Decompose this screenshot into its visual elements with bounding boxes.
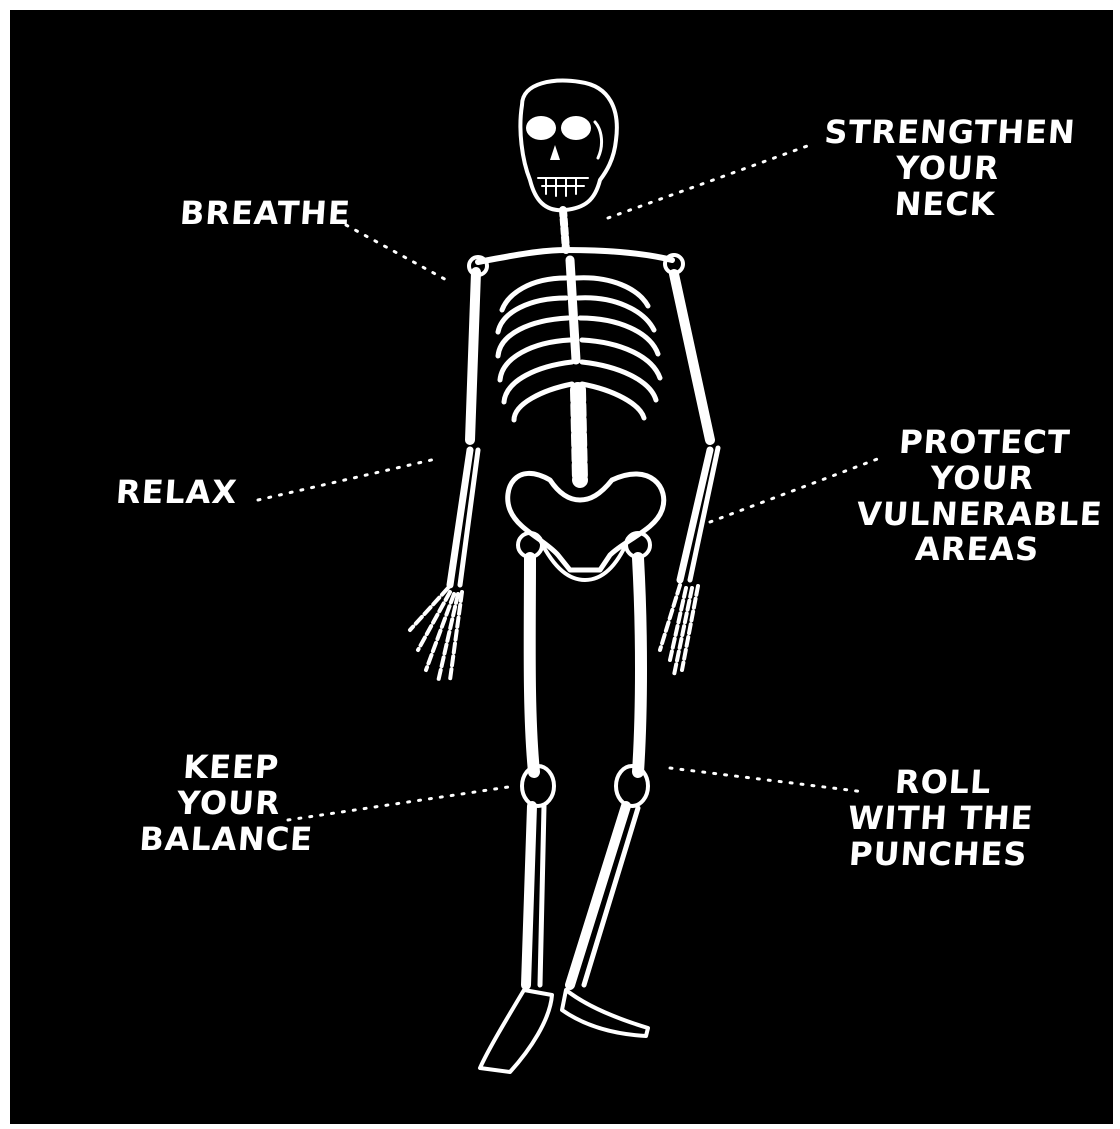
label-line: RELAX (115, 475, 239, 511)
label-keep-your-balance: KEEP YOUR BALANCE (138, 750, 319, 857)
label-line: YOUR (821, 151, 1075, 187)
label-line: PUNCHES (844, 837, 1032, 873)
label-line: BREATHE (179, 196, 352, 232)
label-relax: RELAX (115, 475, 239, 511)
label-line: AREAS (853, 532, 1101, 568)
illustration-canvas: BREATHE STRENGTHEN YOUR NECK RELAX PROTE… (10, 10, 1113, 1124)
label-line: YOUR (858, 461, 1106, 497)
label-line: NECK (818, 187, 1072, 223)
label-line: BALANCE (138, 822, 314, 858)
label-roll-with-the-punches: ROLL WITH THE PUNCHES (844, 765, 1037, 872)
label-line: WITH THE (847, 801, 1035, 837)
label-line: YOUR (141, 786, 317, 822)
label-line: KEEP (143, 750, 319, 786)
skeleton-icon (410, 81, 718, 1072)
label-breathe: BREATHE (179, 196, 352, 232)
label-line: PROTECT (861, 425, 1109, 461)
label-protect-vulnerable-areas: PROTECT YOUR VULNERABLE AREAS (853, 425, 1109, 568)
label-line: STRENGTHEN (823, 115, 1077, 151)
label-line: ROLL (849, 765, 1037, 801)
label-strengthen-your-neck: STRENGTHEN YOUR NECK (818, 115, 1077, 222)
label-line: VULNERABLE (855, 497, 1103, 533)
